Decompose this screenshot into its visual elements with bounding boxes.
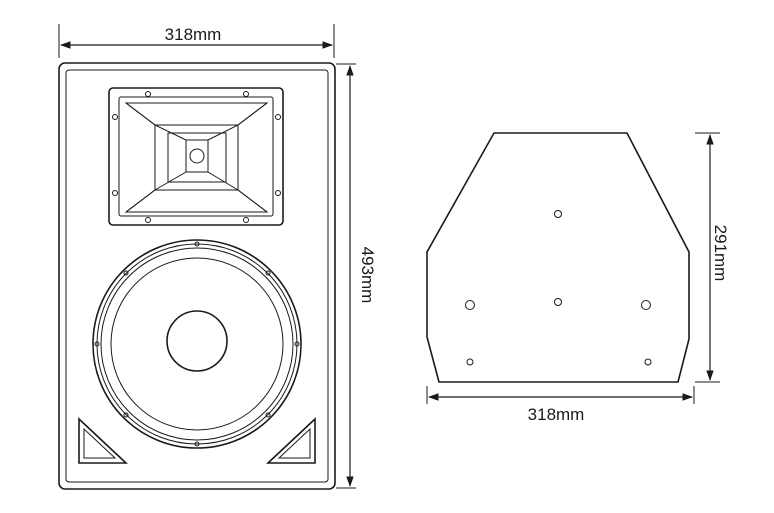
mount-point (644, 358, 652, 366)
cabinet-outer (58, 62, 336, 490)
top-width-dimension: 318mm (426, 386, 695, 424)
mount-point (466, 358, 474, 366)
port-right (265, 417, 316, 464)
port-left (78, 417, 129, 464)
front-width-dimension: 318mm (58, 24, 335, 58)
mount-point (554, 298, 562, 306)
front-width-label: 318mm (165, 25, 222, 44)
woofer (92, 239, 302, 449)
mount-point (554, 210, 562, 218)
front-view: 318mm 493mm (58, 24, 377, 490)
mount-point (465, 300, 475, 310)
front-height-dimension: 493mm (336, 63, 377, 489)
horn-tweeter (108, 87, 284, 226)
top-depth-dimension: 291mm (695, 132, 730, 383)
top-width-label: 318mm (528, 405, 585, 424)
top-depth-label: 291mm (711, 225, 730, 282)
front-height-label: 493mm (358, 247, 377, 304)
cabinet-inner (65, 69, 329, 483)
top-view: 291mm 318mm (426, 132, 730, 424)
mount-point (641, 300, 651, 310)
top-outline (426, 132, 690, 383)
